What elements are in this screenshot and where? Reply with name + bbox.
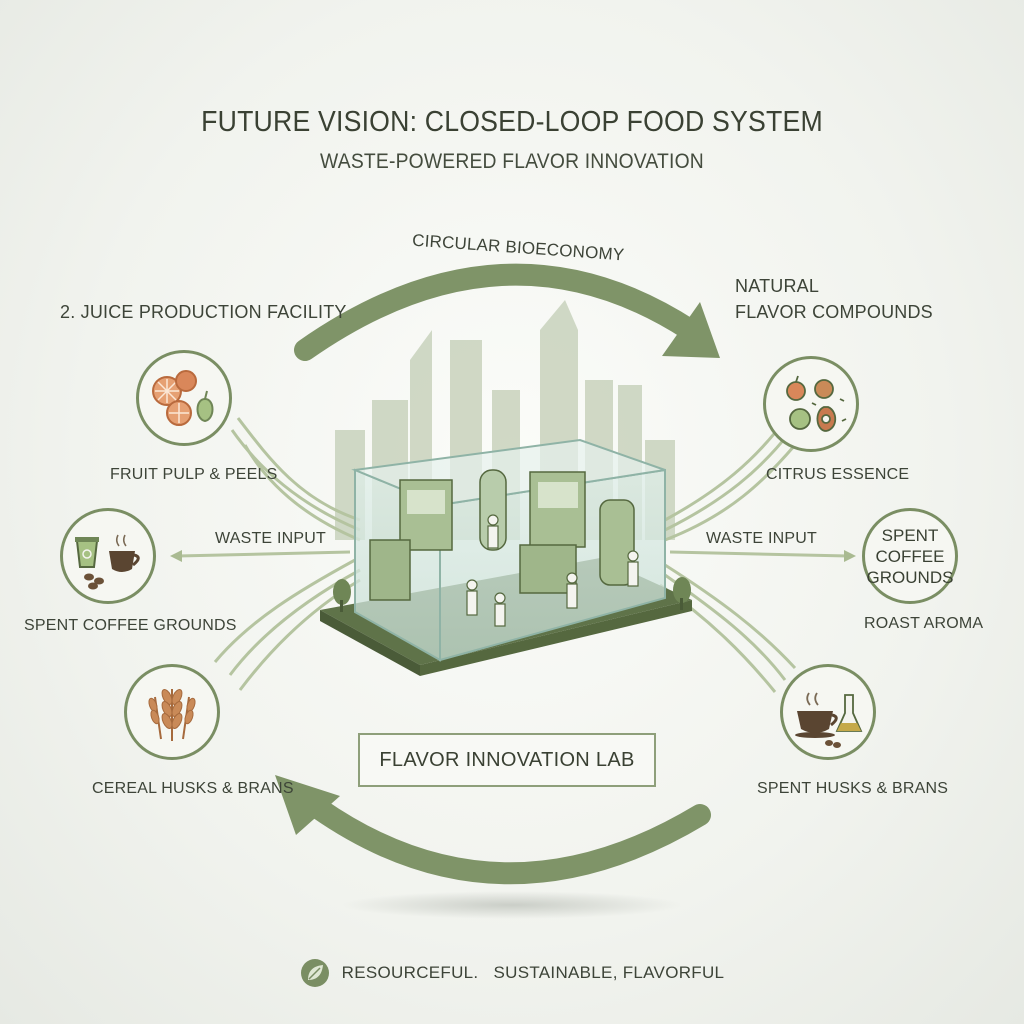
right-flow-lines: [659, 419, 849, 693]
spent-coffee-grounds-circle-text: SPENT COFFEE GROUNDS: [866, 525, 954, 587]
roast-aroma-label: ROAST AROMA: [864, 615, 984, 632]
footer-tagline: RESOURCEFUL. SUSTAINABLE, FLAVORFUL: [0, 958, 1024, 988]
fruit-peels-icon: [152, 370, 214, 426]
right-heading-line1: NATURAL: [735, 276, 820, 296]
spent-husks-label: SPENT HUSKS & BRANS: [757, 780, 949, 797]
footer-tagline-text: RESOURCEFUL. SUSTAINABLE, FLAVORFUL: [341, 963, 725, 982]
bottom-loop-arrow: [275, 775, 711, 885]
coffee-grounds-label: SPENT COFFEE GROUNDS: [24, 617, 237, 634]
left-heading: 2. JUICE PRODUCTION FACILITY: [60, 302, 347, 322]
fruit-peels-label: FRUIT PULP & PEELS: [110, 466, 278, 483]
cereal-husks-label: CEREAL HUSKS & BRANS: [92, 780, 294, 797]
page-subtitle: WASTE-POWERED FLAVOR INNOVATION: [320, 150, 704, 173]
ground-shadow: [342, 891, 682, 919]
leaf-icon: [300, 959, 329, 987]
spent-coffee-grounds-node: SPENT COFFEE GROUNDS: [862, 508, 958, 604]
cereal-husks-node: [124, 664, 220, 760]
left-arrowhead: [170, 550, 182, 562]
wheat-icon: [148, 689, 196, 741]
coffee-grounds-node: [60, 508, 156, 604]
right-flow-label: WASTE INPUT: [706, 530, 817, 547]
lab-label-text: FLAVOR INNOVATION LAB: [379, 748, 635, 771]
coffee-grounds-icon: [75, 534, 140, 590]
citrus-essence-node: [763, 356, 859, 452]
page-title: FUTURE VISION: CLOSED-LOOP FOOD SYSTEM: [201, 106, 823, 138]
citrus-essence-label: CITRUS ESSENCE: [766, 466, 910, 483]
left-flow-lines: [177, 417, 361, 691]
fruit-peels-node: [136, 350, 232, 446]
left-flow-label: WASTE INPUT: [215, 530, 326, 547]
coffee-cup-beaker-icon: [795, 692, 863, 748]
right-arrowhead: [844, 550, 856, 562]
spent-husks-node: [780, 664, 876, 760]
right-heading-line2: FLAVOR COMPOUNDS: [735, 302, 933, 322]
top-loop-arrow: [294, 263, 720, 361]
flavor-innovation-lab-label: FLAVOR INNOVATION LAB: [358, 733, 656, 787]
fruits-vegetables-icon: [786, 375, 847, 432]
lab-building-illustration: [320, 438, 692, 676]
